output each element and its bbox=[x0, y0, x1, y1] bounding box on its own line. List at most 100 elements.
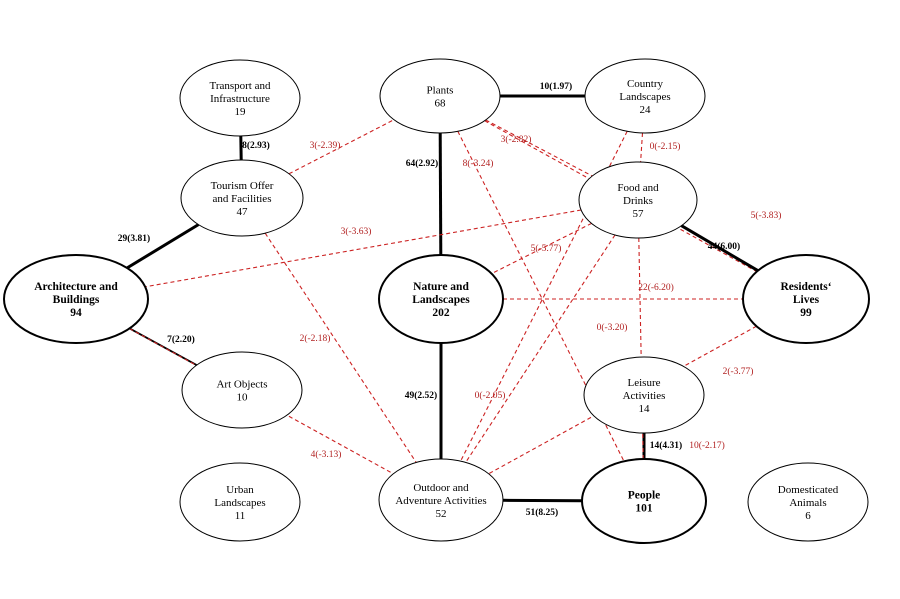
node-ellipse-country bbox=[584, 58, 706, 134]
edge-tourism-architecture bbox=[126, 223, 200, 270]
node-label-transport: 19 bbox=[235, 106, 247, 118]
node-ellipse-tourism bbox=[180, 159, 304, 237]
node-label-animals: Domesticated bbox=[778, 484, 839, 496]
node-label-animals: 6 bbox=[805, 510, 811, 522]
node-ellipse-food bbox=[578, 161, 698, 239]
edge-label-food-residents: 44(6.00) bbox=[708, 241, 740, 252]
node-label-outdoor: Adventure Activities bbox=[395, 495, 486, 507]
node-label-food: Drinks bbox=[623, 195, 653, 207]
node-ellipse-outdoor bbox=[378, 458, 504, 542]
node-label-art: 10 bbox=[237, 392, 249, 404]
node-label-animals: Animals bbox=[789, 497, 826, 509]
node-label-nature: Landscapes bbox=[412, 294, 470, 306]
node-label-food: Food and bbox=[617, 182, 659, 194]
node-label-architecture: Buildings bbox=[53, 294, 100, 306]
node-label-residents: Lives bbox=[793, 294, 820, 306]
edge-label-plants-country: 10(1.97) bbox=[540, 81, 572, 92]
edge-tourism-plants bbox=[288, 119, 395, 175]
node-label-tourism: and Facilities bbox=[213, 193, 272, 205]
node-ellipse-residents bbox=[742, 254, 870, 344]
node-label-people: People bbox=[628, 490, 661, 502]
edge-food-outdoor bbox=[465, 234, 616, 463]
edge-food-residents bbox=[680, 224, 759, 272]
edge-label-outdoor-people: 51(8.25) bbox=[526, 507, 558, 518]
node-label-plants: 68 bbox=[435, 98, 447, 110]
edge-label-tourism-plants: 3(-2.39) bbox=[310, 140, 341, 151]
node-ellipse-animals bbox=[747, 462, 869, 542]
node-label-outdoor: 52 bbox=[436, 508, 447, 520]
node-label-transport: Transport and bbox=[209, 80, 271, 92]
edge-country-food bbox=[640, 132, 644, 163]
node-label-nature: Nature and bbox=[413, 281, 469, 293]
node-label-urban: Landscapes bbox=[214, 497, 265, 509]
edge-label-plants-nature: 64(2.92) bbox=[406, 158, 438, 169]
edge-plants-food bbox=[485, 119, 593, 177]
edge-label-plants-residents: 5(-3.83) bbox=[751, 210, 782, 221]
edge-label-leisure-people: 14(4.31) bbox=[650, 440, 682, 451]
edge-country-outdoor bbox=[460, 131, 628, 462]
edge-labels-layer: 10(1.97) 8(2.93) 3(-2.39) 64(2.92) 8(-3.24) 3… bbox=[118, 81, 782, 518]
node-ellipse-nature bbox=[378, 254, 504, 344]
node-label-food: 57 bbox=[633, 208, 645, 220]
node-label-urban: 11 bbox=[235, 510, 246, 522]
node-label-leisure: 14 bbox=[639, 403, 651, 415]
node-label-residents: Residents‘ bbox=[780, 281, 831, 293]
edge-food-nature bbox=[491, 222, 592, 275]
edge-label-nature-outdoor: 49(2.52) bbox=[405, 390, 437, 401]
node-label-leisure: Activities bbox=[623, 390, 666, 402]
node-label-architecture: Architecture and bbox=[34, 281, 118, 293]
edge-label-residents-outdoor: 2(-3.77) bbox=[723, 366, 754, 377]
edge-label-country-food: 0(-2.15) bbox=[650, 141, 681, 152]
edge-label-tourism-architecture: 29(3.81) bbox=[118, 233, 150, 244]
node-label-outdoor: Outdoor and bbox=[413, 482, 469, 494]
edge-label-transport-tourism: 8(2.93) bbox=[242, 140, 270, 151]
node-label-residents: 99 bbox=[800, 307, 812, 319]
edge-label-food-architecture: 3(-3.63) bbox=[341, 226, 372, 237]
node-label-architecture: 94 bbox=[70, 307, 82, 319]
edge-residents-outdoor bbox=[488, 325, 757, 475]
edge-label-country-outdoor: 0(-3.20) bbox=[597, 322, 628, 333]
edge-label-food-outdoor: 0(-2.05) bbox=[475, 390, 506, 401]
edge-food-architecture bbox=[145, 209, 582, 288]
node-label-country: 24 bbox=[640, 104, 652, 116]
node-ellipse-plants bbox=[379, 58, 501, 134]
edge-label-plants-people: 8(-3.24) bbox=[463, 158, 494, 169]
node-label-country: Country bbox=[627, 78, 664, 90]
edge-plants-people bbox=[457, 131, 625, 462]
node-ellipse-architecture bbox=[3, 254, 149, 344]
edge-tourism-outdoor bbox=[264, 232, 417, 463]
edge-label-tourism-outdoor: 2(-2.18) bbox=[300, 333, 331, 344]
node-label-art: Art Objects bbox=[216, 379, 267, 391]
node-ellipse-leisure bbox=[583, 356, 705, 434]
node-ellipse-art bbox=[181, 351, 303, 429]
node-label-tourism: 47 bbox=[237, 206, 249, 218]
edge-label-food-people: 10(-2.17) bbox=[689, 440, 725, 451]
node-ellipse-people bbox=[581, 458, 707, 544]
node-label-country: Landscapes bbox=[619, 91, 670, 103]
node-ellipse-transport bbox=[179, 59, 301, 137]
edge-label-nature-residents: 22(-6.20) bbox=[638, 282, 674, 293]
node-label-transport: Infrastructure bbox=[210, 93, 270, 105]
edge-label-architecture-outdoor: 4(-3.13) bbox=[311, 449, 342, 460]
node-label-people: 101 bbox=[635, 503, 653, 515]
edge-label-architecture-art: 7(2.20) bbox=[167, 334, 195, 345]
node-label-nature: 202 bbox=[432, 307, 450, 319]
edge-plants-nature bbox=[438, 132, 443, 256]
node-label-plants: Plants bbox=[427, 85, 454, 97]
edge-label-plants-food: 3(-2.82) bbox=[501, 134, 532, 145]
